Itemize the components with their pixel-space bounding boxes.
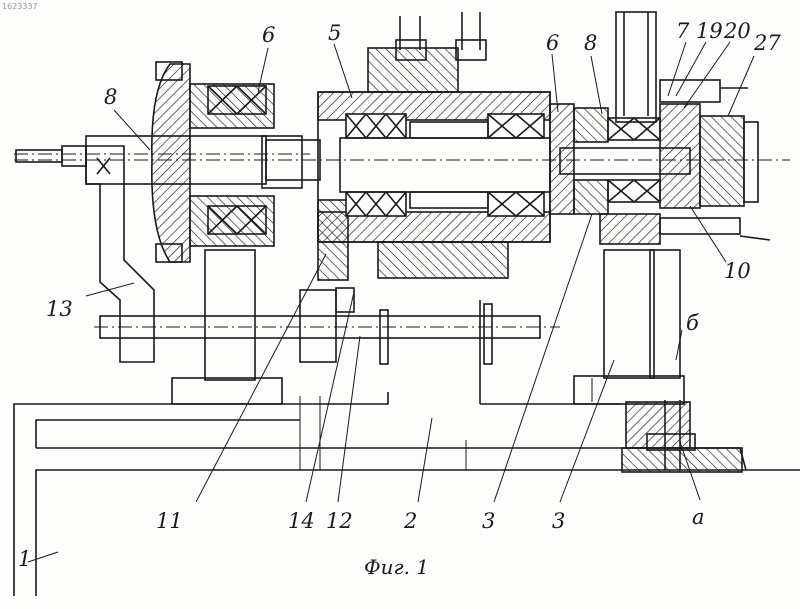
- label-9: 8: [104, 85, 117, 109]
- label-3-b: 3: [552, 509, 565, 533]
- right-pedestal: [622, 400, 742, 472]
- label-10: 10: [724, 259, 751, 283]
- spindle-housing: [318, 12, 550, 280]
- label-19: 19: [696, 19, 723, 43]
- right-head-assembly: [550, 12, 770, 244]
- label-a: а: [692, 505, 705, 529]
- label-8-left: 6: [262, 23, 275, 47]
- label-6: 6: [546, 31, 559, 55]
- label-11: 11: [156, 509, 183, 533]
- lower-shaft: [94, 288, 560, 404]
- label-13: 13: [46, 297, 73, 321]
- label-14: 14: [288, 509, 315, 533]
- label-5: 5: [328, 21, 341, 45]
- label-8-right: 8: [584, 31, 597, 55]
- label-3-a: 3: [482, 509, 495, 533]
- label-2: 2: [403, 509, 417, 533]
- label-1: 1: [18, 547, 31, 571]
- left-bearing-unit: [152, 62, 302, 262]
- figure-caption: Фиг. 1: [364, 555, 429, 579]
- lever-13: [86, 146, 154, 362]
- label-b: б: [686, 311, 699, 335]
- label-27: 27: [753, 31, 781, 55]
- label-12: 12: [326, 509, 353, 533]
- label-7: 7: [676, 19, 690, 43]
- watermark-text: 1623337: [2, 2, 38, 11]
- label-20: 20: [723, 19, 751, 43]
